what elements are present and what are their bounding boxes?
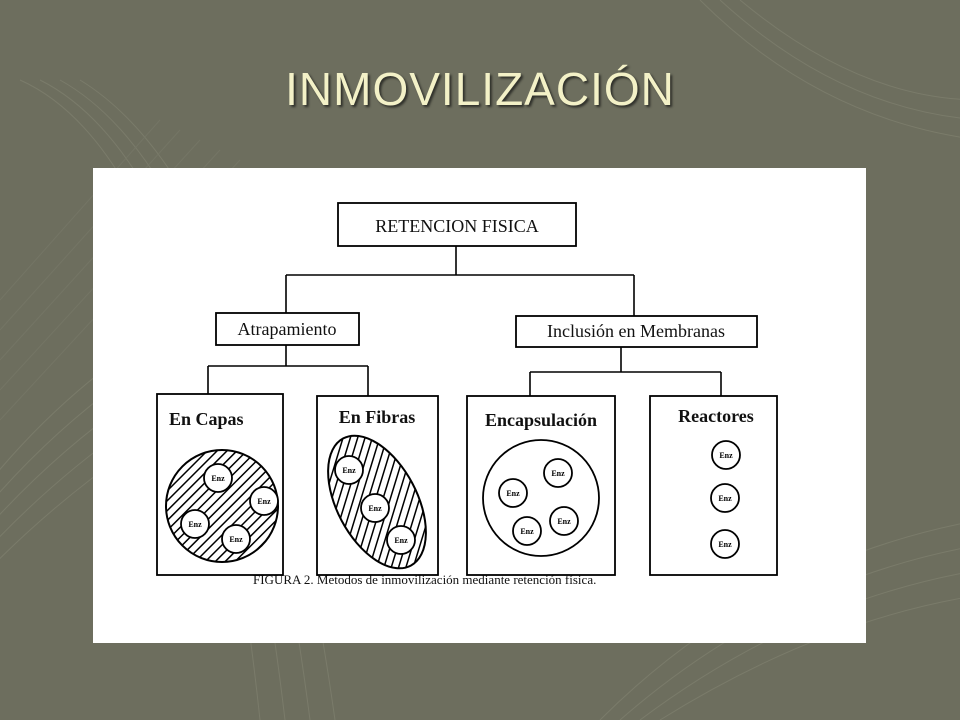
branch-label-membranas: Inclusión en Membranas <box>547 321 725 341</box>
enzyme-particle: Enz <box>498 478 528 508</box>
svg-text:Enz: Enz <box>211 474 225 483</box>
leaf-encapsulacion: Encapsulación Enz Enz Enz Enz <box>466 395 616 576</box>
figure-caption: FIGURA 2. Metodos de inmovilización medi… <box>253 572 596 587</box>
svg-text:Enz: Enz <box>520 527 534 536</box>
leaf-label-encapsulacion: Encapsulación <box>485 410 597 430</box>
enzyme-particle: Enz <box>203 463 233 493</box>
svg-text:Enz: Enz <box>394 536 408 545</box>
enzyme-particle: Enz <box>221 524 251 554</box>
enzyme-particle: Enz <box>334 455 364 485</box>
root-label: RETENCION FISICA <box>375 216 539 236</box>
enzyme-particle: Enz <box>512 516 542 546</box>
enzyme-particle: Enz <box>180 509 210 539</box>
svg-text:Enz: Enz <box>718 540 732 549</box>
svg-text:Enz: Enz <box>551 469 565 478</box>
svg-text:Enz: Enz <box>506 489 520 498</box>
enzyme-particle: Enz <box>549 506 579 536</box>
root-node: RETENCION FISICA <box>337 202 577 247</box>
svg-text:Enz: Enz <box>229 535 243 544</box>
enzyme-particle: Enz <box>360 493 390 523</box>
enzyme-particle: Enz <box>710 483 740 513</box>
svg-text:Enz: Enz <box>257 497 271 506</box>
branch-node-membranas: Inclusión en Membranas <box>515 315 758 348</box>
figure-panel: RETENCION FISICA Atrapamiento Inclusión … <box>93 168 866 643</box>
enzyme-particle: Enz <box>249 486 279 516</box>
svg-text:Enz: Enz <box>368 504 382 513</box>
leaf-label-reactores: Reactores <box>678 406 754 426</box>
leaf-en-capas: En Capas Enz Enz Enz Enz <box>156 393 284 576</box>
enzyme-particle: Enz <box>711 440 741 470</box>
leaf-label-en-capas: En Capas <box>169 409 244 429</box>
branch-node-atrapamiento: Atrapamiento <box>215 312 360 346</box>
slide-title: INMOVILIZACIÓN <box>285 63 675 115</box>
branch-label-atrapamiento: Atrapamiento <box>238 319 337 339</box>
leaf-label-en-fibras: En Fibras <box>339 407 416 427</box>
svg-text:Enz: Enz <box>557 517 571 526</box>
enzyme-particle: Enz <box>386 525 416 555</box>
enzyme-particle: Enz <box>710 529 740 559</box>
svg-text:Enz: Enz <box>719 451 733 460</box>
leaf-en-fibras: En Fibras Enz Enz Enz <box>316 395 439 576</box>
connector-lines <box>207 246 722 399</box>
svg-text:Enz: Enz <box>342 466 356 475</box>
immobilization-diagram: RETENCION FISICA Atrapamiento Inclusión … <box>156 202 778 587</box>
leaf-reactores: Reactores Enz Enz Enz <box>649 395 778 576</box>
enzyme-particle: Enz <box>543 458 573 488</box>
svg-text:Enz: Enz <box>718 494 732 503</box>
svg-text:Enz: Enz <box>188 520 202 529</box>
